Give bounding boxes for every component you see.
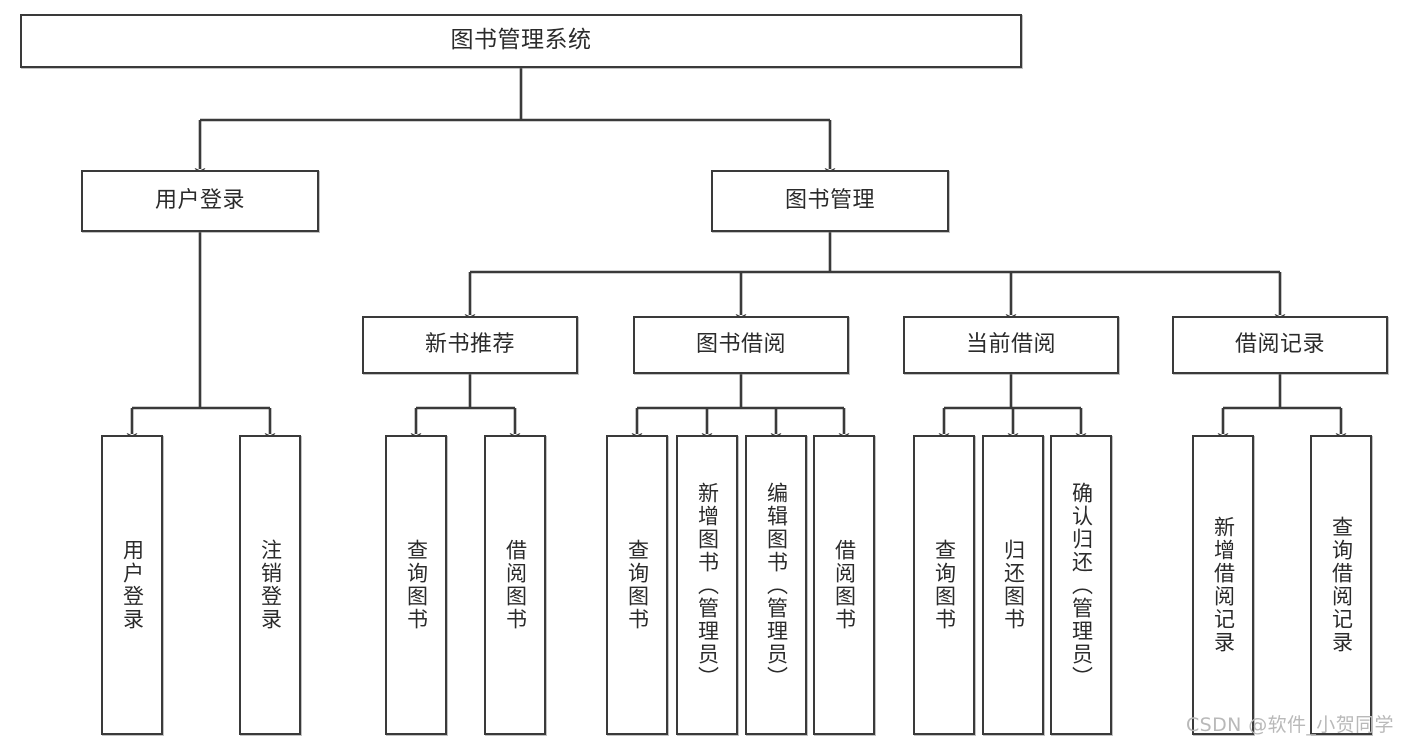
node-bookmgmt[interactable]: 图书管理 [711,170,949,232]
node-label: 查询图书 [625,539,650,631]
csdn-watermark: CSDN @软件_小贺同学 [1186,714,1394,736]
node-label: 新增图书（管理员） [695,481,720,689]
node-leaf-05[interactable]: 查询图书 [606,435,668,735]
node-label: 当前借阅 [965,332,1056,358]
node-leaf-01[interactable]: 用户登录 [101,435,163,735]
node-label: 查询图书 [404,539,429,631]
node-leaf-02[interactable]: 注销登录 [239,435,301,735]
node-borrow[interactable]: 图书借阅 [633,316,849,374]
node-leaf-08[interactable]: 借阅图书 [813,435,875,735]
node-leaf-09[interactable]: 查询图书 [913,435,975,735]
node-label: 图书管理系统 [450,27,592,54]
edge-group [126,68,1347,442]
node-label: 新增借阅记录 [1211,516,1236,654]
node-current[interactable]: 当前借阅 [903,316,1119,374]
node-leaf-06[interactable]: 新增图书（管理员） [676,435,738,735]
node-leaf-12[interactable]: 新增借阅记录 [1192,435,1254,735]
node-login[interactable]: 用户登录 [81,170,319,232]
node-label: 注销登录 [258,539,283,631]
node-leaf-13[interactable]: 查询借阅记录 [1310,435,1372,735]
node-root[interactable]: 图书管理系统 [20,14,1022,68]
node-label: 归还图书 [1001,539,1026,631]
node-label: 借阅图书 [503,539,528,631]
node-label: 图书借阅 [695,332,786,358]
node-newbook[interactable]: 新书推荐 [362,316,578,374]
node-label: 图书管理 [784,188,875,214]
node-label: 新书推荐 [424,332,515,358]
node-leaf-11[interactable]: 确认归还（管理员） [1050,435,1112,735]
node-leaf-04[interactable]: 借阅图书 [484,435,546,735]
node-label: 确认归还（管理员） [1069,481,1094,689]
node-label: 查询图书 [932,539,957,631]
node-label: 用户登录 [120,539,145,631]
node-leaf-10[interactable]: 归还图书 [982,435,1044,735]
node-label: 借阅记录 [1234,332,1325,358]
node-leaf-07[interactable]: 编辑图书（管理员） [745,435,807,735]
node-label: 借阅图书 [832,539,857,631]
node-records[interactable]: 借阅记录 [1172,316,1388,374]
node-label: 用户登录 [154,188,245,214]
node-label: 查询借阅记录 [1329,516,1354,654]
node-leaf-03[interactable]: 查询图书 [385,435,447,735]
node-label: 编辑图书（管理员） [764,481,789,689]
